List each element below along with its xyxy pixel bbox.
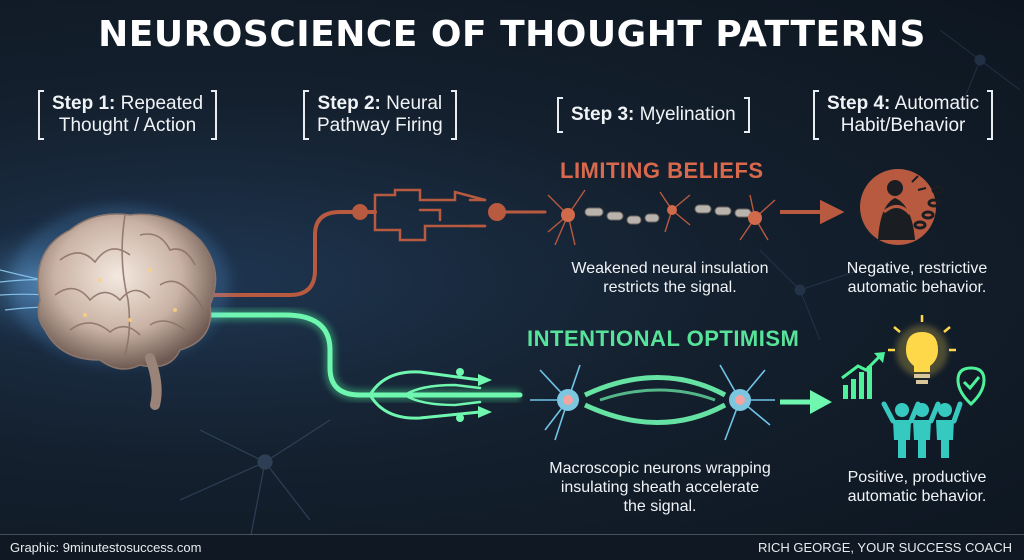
step-3: Step 3: Myelination [557,95,750,135]
brain-illustration [10,205,230,410]
bracket-right [211,90,218,140]
bracket-left [557,97,563,133]
bracket-left [38,90,44,140]
step-4-text: Step 4: Automatic Habit/Behavior [827,93,979,137]
step-4-label: Step 4: [827,93,891,114]
check-badge-icon [956,366,986,407]
optimism-caption: Macroscopic neurons wrapping insulating … [520,459,800,516]
footer-bar: Graphic: 9minutestosuccess.com RICH GEOR… [0,534,1024,560]
optimism-outcome-line-2: automatic behavior. [847,488,987,505]
optimism-neuron-1 [530,364,581,441]
growth-chart-icon [841,352,885,399]
limiting-pathway [198,188,547,297]
footer-credit-right: RICH GEORGE, YOUR SUCCESS COACH [757,540,1012,555]
step-3-text-a: Myelination [634,104,736,125]
limiting-neuron-1 [547,189,586,246]
optimism-caption-line-1: Macroscopic neurons wrapping [549,460,771,477]
bracket-right [987,90,994,140]
step-3-label: Step 3: [571,104,635,125]
limiting-myelin-broken [584,204,752,225]
optimism-myelin-sheath [583,375,727,425]
faint-neuron-bg-1 [179,419,331,541]
optimism-pathway-glow [200,309,520,401]
limiting-neuron-2 [659,191,691,233]
step-1-text: Step 1: Repeated Thought / Action [52,93,203,137]
optimism-arrow [780,390,832,414]
step-1: Step 1: Repeated Thought / Action [38,88,218,142]
bracket-left [303,90,309,140]
limiting-caption: Weakened neural insulation restricts the… [545,259,795,297]
limiting-outcome-line-2: automatic behavior. [847,279,987,296]
step-2-label: Step 2: [317,93,381,114]
limiting-neuron-3 [739,194,776,241]
limiting-caption-line-2: restricts the signal. [603,279,737,296]
limiting-caption-line-1: Weakened neural insulation [571,260,769,277]
optimism-pathway [197,312,523,420]
optimism-outcome-line-1: Positive, productive [847,469,987,486]
limiting-outcome-caption: Negative, restrictive automatic behavior… [822,259,1012,297]
optimism-neuron-2 [719,364,775,441]
page-title: NEUROSCIENCE OF THOUGHT PATTERNS [98,14,926,55]
faint-neuron-bg-2 [759,29,1021,341]
bracket-right [743,97,750,133]
step-1-text-b: Thought / Action [58,115,197,136]
bracket-left [813,90,819,140]
team-celebrating-icon [881,401,963,458]
optimism-caption-line-2: insulating sheath accelerate [560,479,760,496]
chained-person-icon [860,169,945,245]
limiting-arrow [780,199,845,225]
limiting-outcome-line-1: Negative, restrictive [846,260,988,277]
lightbulb-icon [888,315,956,384]
intentional-optimism-heading: INTENTIONAL OPTIMISM [527,326,800,351]
limiting-beliefs-heading: LIMITING BELIEFS [560,158,764,183]
step-2-text-a: Neural [380,93,443,114]
step-4: Step 4: Automatic Habit/Behavior [813,88,994,142]
footer-credit-left: Graphic: 9minutestosuccess.com [10,540,202,555]
step-2-text: Step 2: Neural Pathway Firing [317,93,443,137]
step-4-text-b: Habit/Behavior [840,115,966,136]
optimism-caption-line-3: the signal. [623,498,697,515]
step-3-text: Step 3: Myelination [571,104,736,126]
optimism-branch-arrows [478,374,492,418]
step-1-text-a: Repeated [115,93,204,114]
step-4-text-a: Automatic [890,93,980,114]
bracket-right [450,90,457,140]
step-2-text-b: Pathway Firing [317,115,443,136]
step-2: Step 2: Neural Pathway Firing [303,88,457,142]
step-1-label: Step 1: [52,93,116,114]
optimism-outcome-caption: Positive, productive automatic behavior. [822,468,1012,506]
